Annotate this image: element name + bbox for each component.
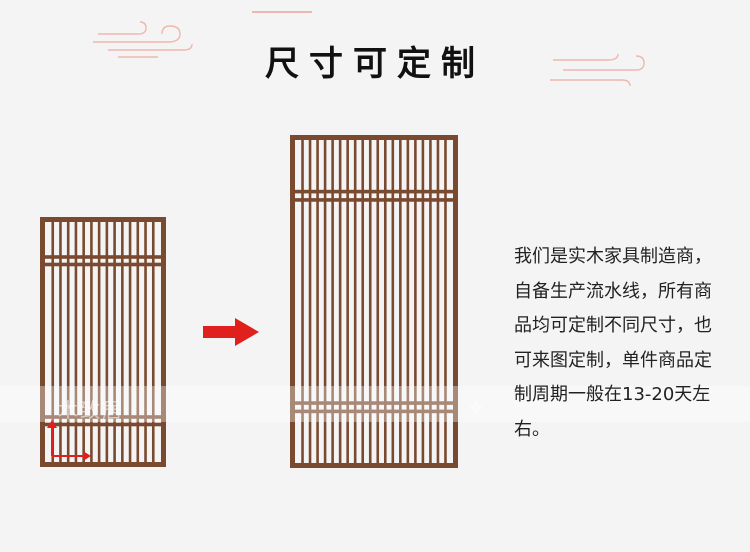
large-screen-panel bbox=[290, 135, 458, 468]
top-accent-line bbox=[252, 11, 312, 13]
description-line: 可来图定制，单件商品定 bbox=[514, 349, 712, 371]
watermark-band bbox=[0, 386, 750, 422]
description-text: 我们是实木家具制造商， 自备生产流水线，所有商 品均可定制不同尺寸，也 可来图定… bbox=[514, 240, 740, 447]
screen-rail bbox=[295, 189, 453, 194]
large-screen-drawing bbox=[290, 135, 458, 468]
description-line: 右。 bbox=[514, 418, 550, 440]
small-screen-drawing bbox=[40, 217, 166, 467]
screen-rail bbox=[45, 422, 161, 427]
screen-rail bbox=[45, 415, 161, 419]
small-screen-panel bbox=[40, 217, 166, 467]
screen-rail bbox=[295, 409, 453, 414]
screen-rail bbox=[295, 198, 453, 202]
right-arrow-icon bbox=[203, 318, 259, 346]
dimension-axes-icon bbox=[47, 420, 91, 461]
page-title: 尺寸可定制 bbox=[265, 44, 485, 84]
description-line: 我们是实木家具制造商， bbox=[514, 246, 712, 267]
watermark-text: 木致居 bbox=[58, 398, 124, 422]
description-line: 自备生产流水线，所有商 bbox=[514, 280, 712, 302]
screen-frame bbox=[40, 217, 166, 467]
description-line: 品均可定制不同尺寸，也 bbox=[514, 315, 712, 336]
description-line: 制周期一般在13-20天左 bbox=[514, 384, 711, 405]
screen-rail bbox=[295, 401, 453, 405]
cloud-decoration-right bbox=[550, 53, 645, 87]
screen-rail bbox=[45, 262, 161, 267]
cloud-decoration-left bbox=[93, 21, 193, 58]
watermark-text-right: ❖ bbox=[468, 398, 485, 419]
screen-rail bbox=[45, 255, 161, 259]
screen-frame bbox=[290, 135, 458, 468]
